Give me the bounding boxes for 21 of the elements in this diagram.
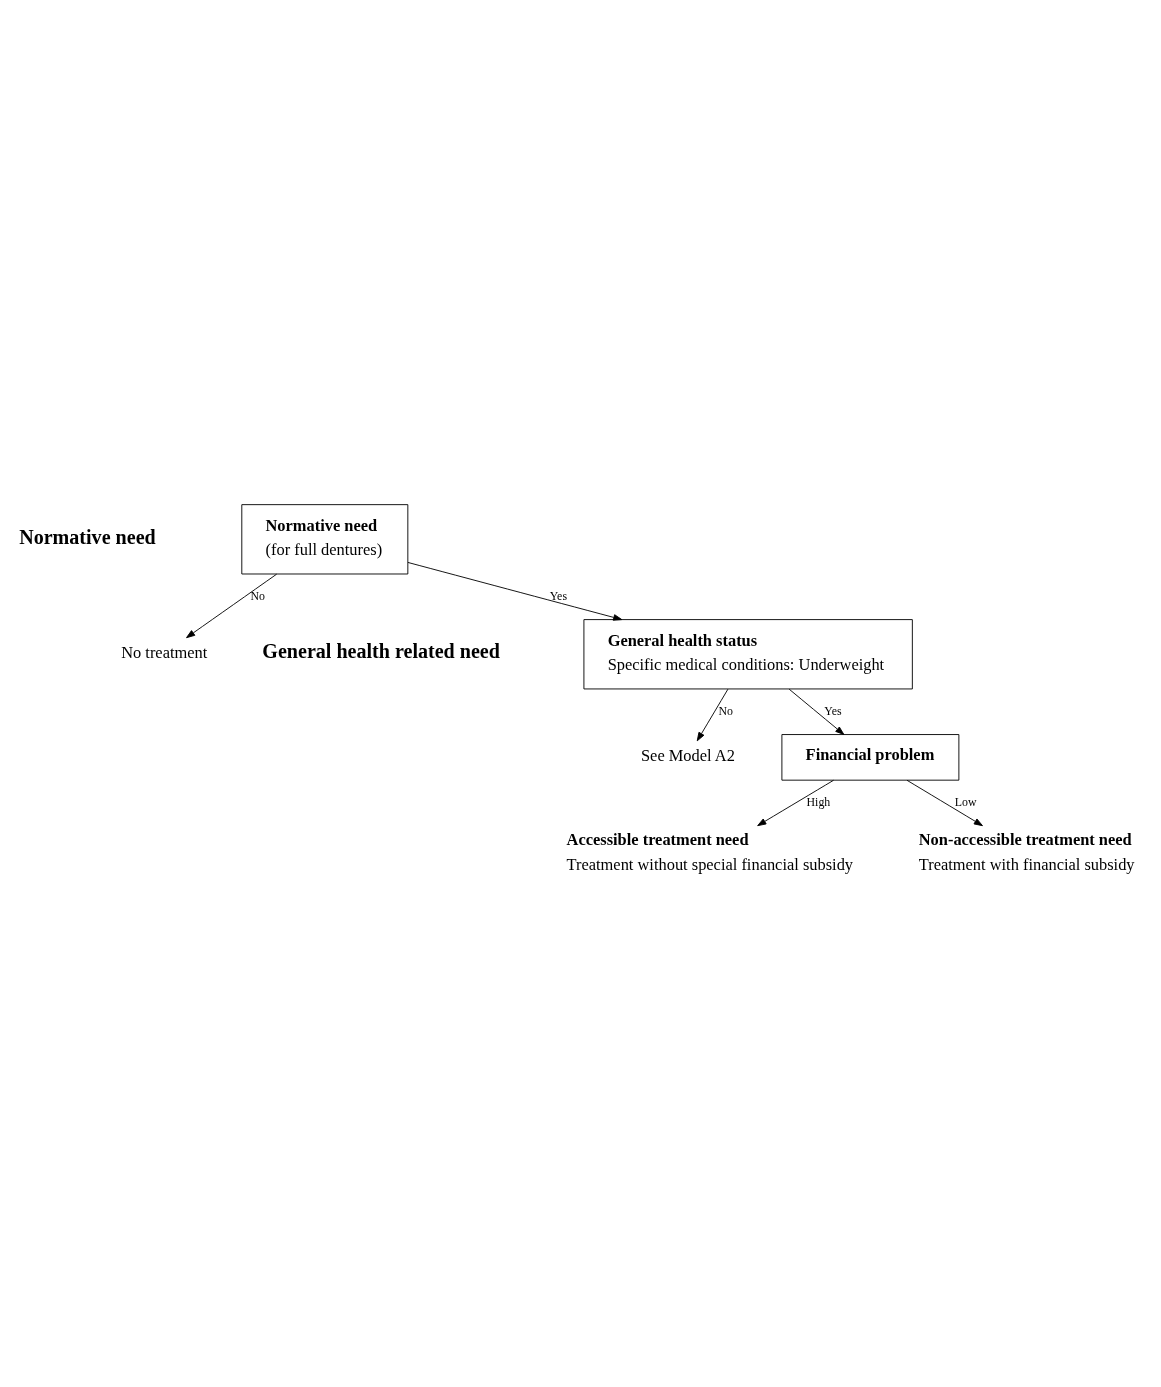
edge-label: No — [250, 588, 266, 603]
edge-label: Yes — [824, 703, 842, 718]
arrow — [757, 779, 835, 827]
edge-label: High — [806, 795, 831, 810]
label: General health related need — [262, 640, 500, 663]
edge-label: Yes — [549, 588, 568, 603]
edge-label: Low — [954, 795, 977, 810]
node-box: Financial problem — [781, 734, 960, 781]
label: Normative need — [19, 525, 156, 548]
arrow — [407, 562, 623, 621]
arrow — [906, 779, 983, 827]
node-text: Accessible treatment need Treatment without special financial subsidy — [566, 830, 854, 874]
arrow — [696, 688, 729, 742]
node-box: Normative need (for full dentures) — [241, 504, 409, 575]
edge-label: No — [718, 703, 734, 718]
arrow — [788, 688, 845, 735]
node-text: Non-accessible treatment need Treatment with financial subsidy — [918, 830, 1135, 874]
node-box: General health status Specific medical conditions: Underweight — [583, 619, 913, 690]
arrow — [186, 573, 278, 639]
node-text: No treatment — [121, 643, 208, 663]
node-text: See Model A2 — [640, 746, 735, 766]
